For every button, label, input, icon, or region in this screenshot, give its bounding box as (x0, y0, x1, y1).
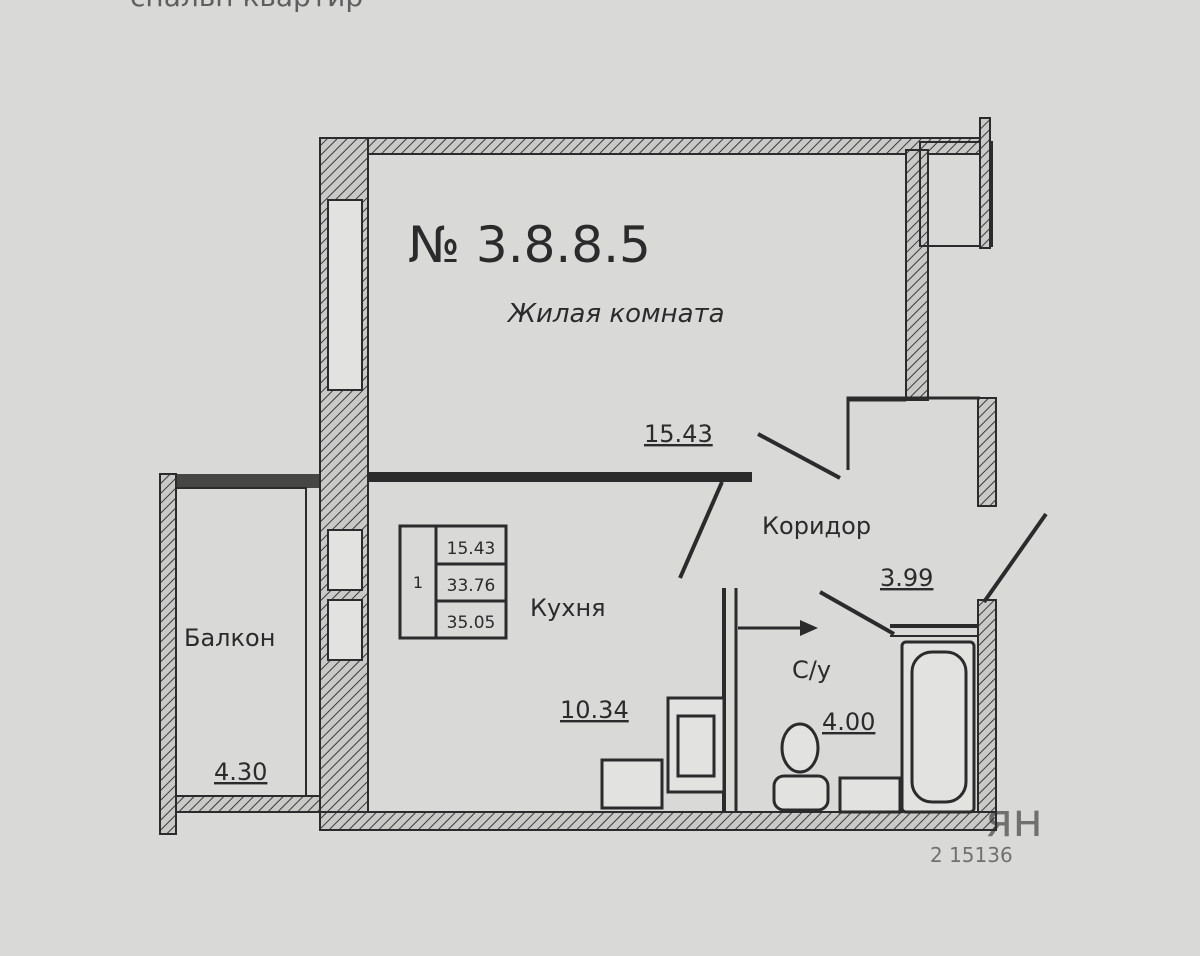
summary-living-area: 15.43 (447, 539, 496, 559)
plan-number: № 3.8.8.5 (408, 216, 651, 274)
summary-total-area: 33.76 (447, 576, 496, 596)
balcony (159, 473, 321, 835)
room-area-balcony: 4.30 (214, 758, 267, 786)
room-name-balcony: Балкон (184, 624, 275, 652)
watermark: ян (985, 793, 1043, 847)
room-name-living: Жилая комната (506, 299, 725, 329)
room-area-bathroom: 4.00 (822, 708, 875, 736)
watermark-id: 2 15136 (930, 843, 1013, 867)
room-name-corridor: Коридор (762, 512, 871, 540)
room-name-kitchen: Кухня (530, 594, 606, 622)
summary-rooms-count: 1 (413, 573, 423, 592)
summary-total-with-balcony: 35.05 (447, 613, 496, 633)
room-name-bathroom: С/у (792, 656, 831, 684)
header-fragment: спальн квартир (130, 0, 363, 13)
fixtures (600, 640, 976, 814)
room-area-kitchen: 10.34 (560, 696, 629, 724)
room-area-corridor: 3.99 (880, 564, 933, 592)
area-summary-table (398, 524, 508, 640)
windows (327, 199, 363, 661)
room-area-living: 15.43 (644, 420, 713, 448)
